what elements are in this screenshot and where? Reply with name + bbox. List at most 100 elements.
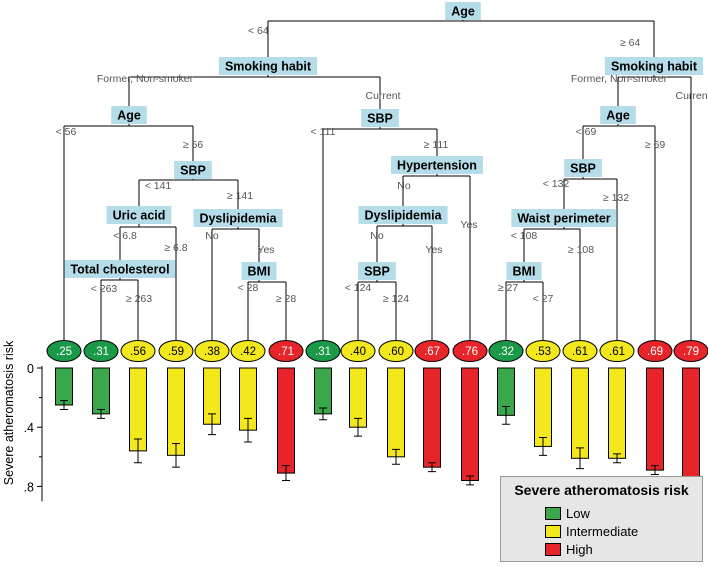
leaf-node: .61 bbox=[562, 340, 598, 362]
split-node-bmi-r: BMI bbox=[506, 262, 542, 280]
leaf-node: .31 bbox=[305, 340, 341, 362]
risk-bar bbox=[646, 367, 664, 471]
y-tick-label: 0 bbox=[27, 362, 34, 376]
branch-label-e-dys-c-b: Yes bbox=[425, 244, 442, 256]
error-bar bbox=[244, 417, 252, 443]
split-node-label: Age bbox=[606, 109, 630, 123]
split-node-label: Dyslipidemia bbox=[199, 212, 277, 226]
error-bar bbox=[613, 453, 621, 464]
split-node-bmi-l: BMI bbox=[241, 262, 277, 280]
leaf-value-label: .71 bbox=[278, 346, 294, 358]
error-bar bbox=[576, 447, 584, 470]
branch-label-e-dys-c-a: No bbox=[370, 230, 384, 242]
branch-label-e-bmi-l-b: ≥ 28 bbox=[276, 293, 297, 305]
leaf-value-label: .31 bbox=[315, 346, 331, 358]
split-node-label: Smoking habit bbox=[611, 60, 698, 74]
error-bar bbox=[60, 400, 68, 410]
split-node-label: BMI bbox=[248, 265, 271, 279]
branch-label-e-hyp-a: No bbox=[397, 180, 411, 192]
split-node-waist: Waist perimeter bbox=[511, 209, 617, 227]
leaf-node: .60 bbox=[378, 340, 414, 362]
leaf-value-label: .79 bbox=[683, 346, 699, 358]
split-node-label: SBP bbox=[570, 162, 596, 176]
leaf-node: .76 bbox=[452, 340, 488, 362]
legend-label-intermediate: Intermediate bbox=[566, 524, 639, 539]
legend-title: Severe atheromatosis risk bbox=[514, 482, 689, 498]
risk-bar bbox=[277, 367, 295, 474]
branch-label-e-waist-b: ≥ 108 bbox=[568, 244, 594, 256]
error-bar bbox=[651, 465, 659, 476]
split-node-smoke-l: Smoking habit bbox=[218, 57, 318, 75]
branch-label-e-bmi-r-a: ≥ 27 bbox=[498, 282, 519, 294]
branch-label-e-smoke-l-a: Former, Non-smoker bbox=[97, 73, 194, 85]
split-node-label: SBP bbox=[367, 112, 393, 126]
branch-label-e-dys-l-a: No bbox=[205, 230, 219, 242]
legend-swatch-high bbox=[545, 543, 561, 556]
branch-label-e-sbp-c-a: < 111 bbox=[310, 126, 335, 138]
leaf-value-label: .32 bbox=[498, 346, 514, 358]
error-bar bbox=[282, 465, 290, 481]
branch-label-e-chol-a: < 263 bbox=[91, 283, 118, 295]
split-node-sbp-d: SBP bbox=[358, 262, 396, 280]
leaf-node: .71 bbox=[268, 340, 304, 362]
split-node-label: Waist perimeter bbox=[517, 212, 610, 226]
split-node-age-root: Age bbox=[445, 2, 481, 20]
split-node-sbp-l: SBP bbox=[174, 161, 212, 179]
error-bar bbox=[354, 417, 362, 437]
leaf-node: .69 bbox=[637, 340, 673, 362]
branch-label-e-root-r: ≥ 64 bbox=[620, 37, 641, 49]
leaf-node: .61 bbox=[599, 340, 635, 362]
branch-label-e-bmi-l-a: < 28 bbox=[238, 282, 259, 294]
split-node-label: BMI bbox=[513, 265, 536, 279]
risk-bar bbox=[682, 367, 700, 486]
leaf-value-label: .61 bbox=[609, 346, 625, 358]
branch-label-e-age-r-a: < 69 bbox=[576, 126, 597, 138]
split-node-age-l: Age bbox=[111, 106, 147, 124]
risk-bar bbox=[461, 367, 479, 481]
leaf-value-label: .31 bbox=[93, 346, 109, 358]
branch-label-e-age-l-a: < 56 bbox=[56, 126, 77, 138]
risk-bar bbox=[608, 367, 626, 459]
risk-legend: Severe atheromatosis risk Low Intermedia… bbox=[500, 476, 703, 562]
leaf-node: .42 bbox=[230, 340, 266, 362]
risk-bar bbox=[167, 367, 185, 456]
leaf-node: .56 bbox=[120, 340, 156, 362]
split-node-sbp-c: SBP bbox=[361, 109, 399, 127]
branch-label-e-dys-l-b: Yes bbox=[257, 244, 274, 256]
branch-label-e-sbp-r-a: < 132 bbox=[543, 178, 570, 190]
branch-label-e-sbp-r-b: ≥ 132 bbox=[603, 192, 629, 204]
legend-label-high: High bbox=[566, 542, 593, 557]
leaf-value-label: .60 bbox=[388, 346, 404, 358]
split-node-label: Age bbox=[451, 5, 475, 19]
error-bar bbox=[466, 475, 474, 486]
risk-bar bbox=[423, 367, 441, 468]
branch-label-e-sbp-l-a: < 141 bbox=[145, 180, 172, 192]
leaf-value-label: .67 bbox=[424, 346, 440, 358]
risk-bar bbox=[571, 367, 589, 459]
branch-label-e-smoke-l-b: Current bbox=[365, 90, 400, 102]
split-node-label: Uric acid bbox=[113, 209, 166, 223]
branch-label-e-uric-b: ≥ 6.8 bbox=[164, 242, 187, 254]
split-node-hyp: Hypertension bbox=[391, 156, 483, 174]
split-node-label: Total cholesterol bbox=[70, 263, 169, 277]
split-node-uric: Uric acid bbox=[106, 206, 172, 224]
split-node-dys-c: Dyslipidemia bbox=[358, 206, 448, 224]
leaf-value-label: .59 bbox=[168, 346, 184, 358]
branch-label-e-smoke-r-b: Current bbox=[675, 90, 708, 102]
leaf-node: .59 bbox=[158, 340, 194, 362]
split-node-label: Age bbox=[117, 109, 141, 123]
branch-label-e-age-l-b: ≥ 56 bbox=[183, 139, 204, 151]
leaf-value-label: .56 bbox=[130, 346, 146, 358]
leaf-node: .67 bbox=[414, 340, 450, 362]
branch-label-e-uric-a: < 6.8 bbox=[113, 230, 137, 242]
split-node-dys-l: Dyslipidemia bbox=[193, 209, 283, 227]
branch-label-e-age-r-b: ≥ 69 bbox=[645, 139, 666, 151]
risk-bar bbox=[534, 367, 552, 447]
leaf-value-label: .38 bbox=[204, 346, 220, 358]
leaf-value-label: .53 bbox=[535, 346, 551, 358]
y-axis-label: Severe atheromatosis risk bbox=[2, 340, 16, 485]
